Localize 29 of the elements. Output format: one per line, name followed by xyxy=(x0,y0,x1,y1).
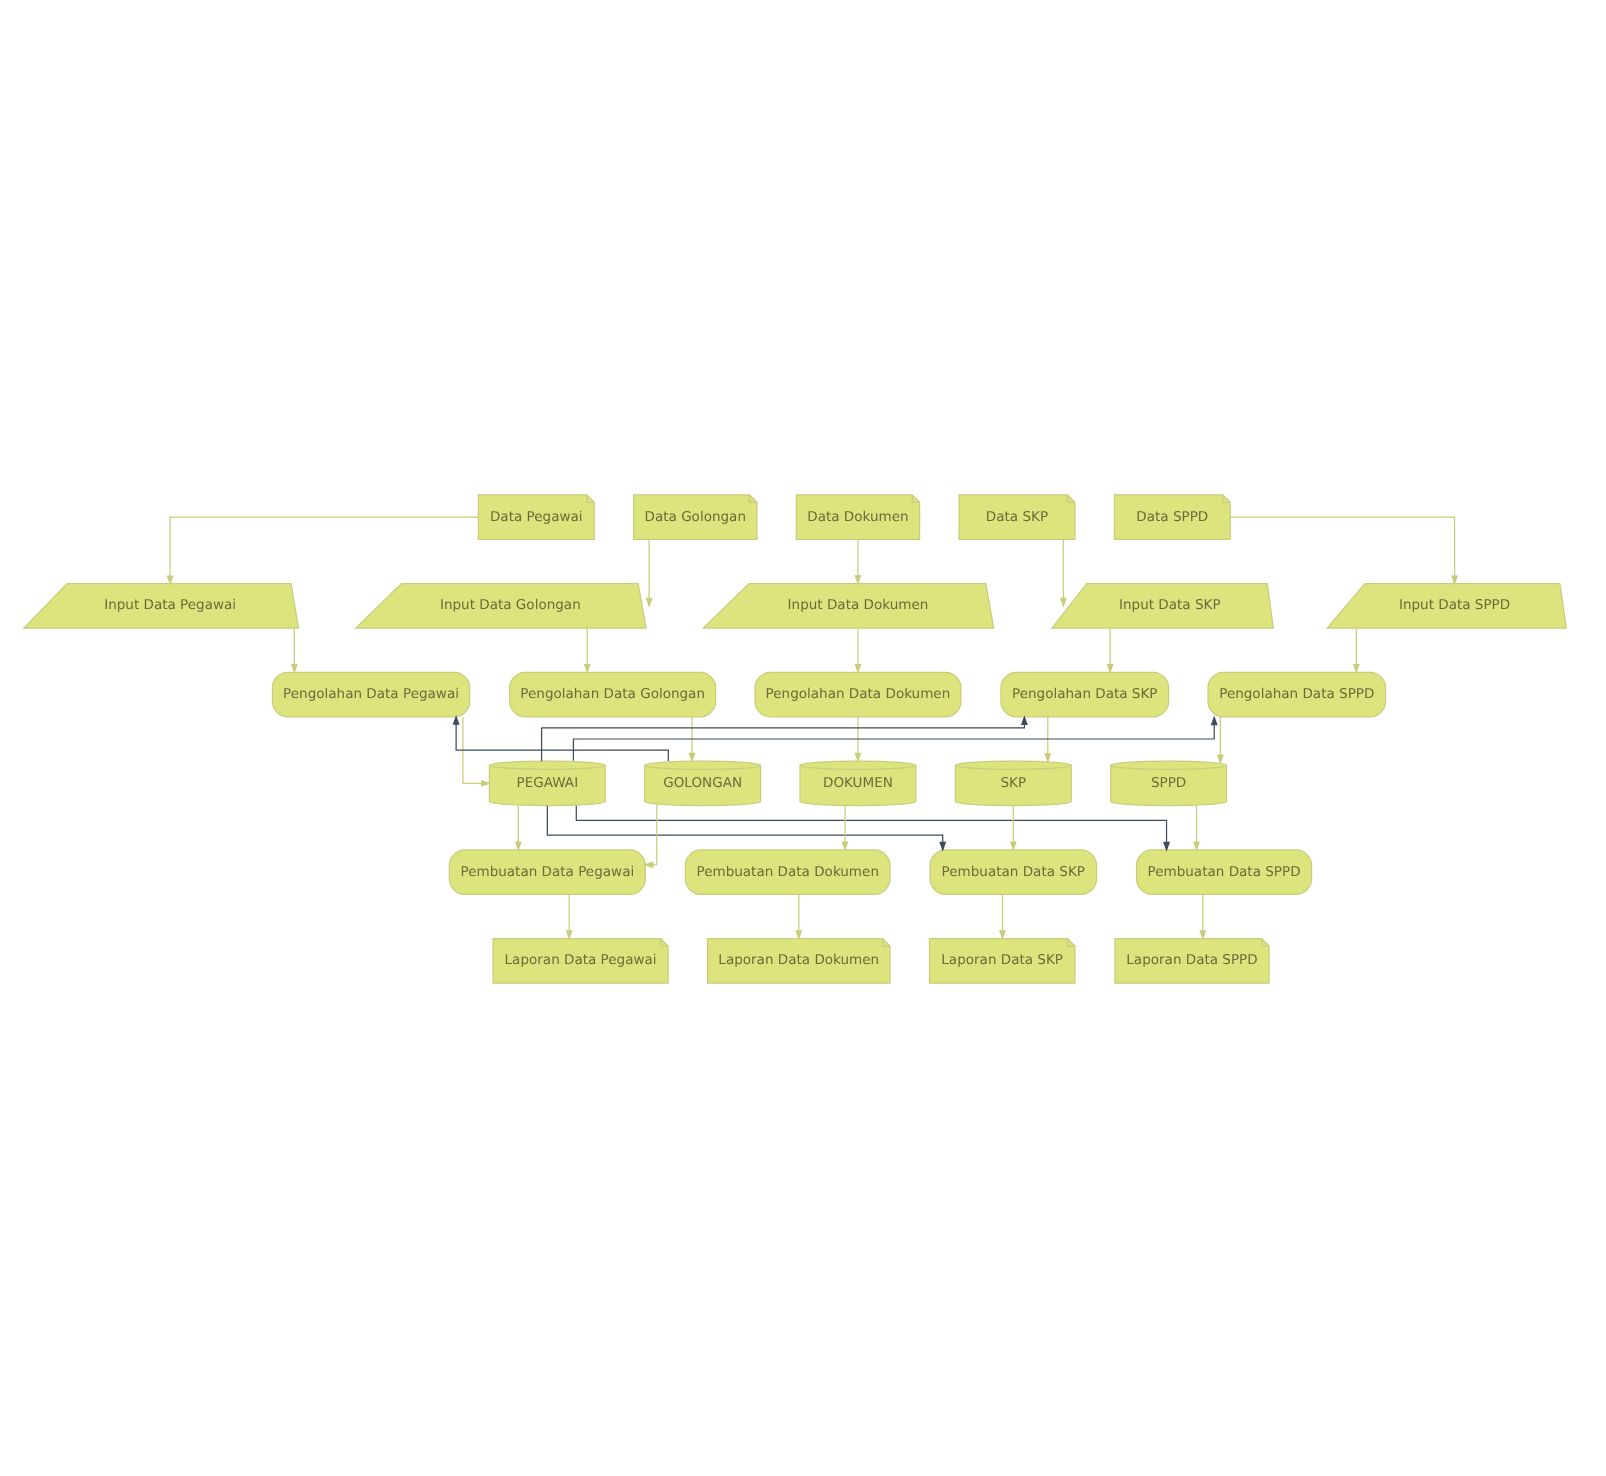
arrow xyxy=(1229,515,1459,585)
arrow xyxy=(166,515,479,585)
arrow xyxy=(854,715,862,762)
arrow xyxy=(565,892,573,940)
arrow xyxy=(514,804,522,851)
arrow xyxy=(1193,804,1200,851)
arrow xyxy=(1106,626,1114,673)
arrow xyxy=(1352,626,1360,673)
arrow xyxy=(1044,715,1052,763)
arrow xyxy=(546,804,947,851)
arrow xyxy=(999,892,1006,940)
arrow xyxy=(1009,804,1017,851)
arrow xyxy=(1199,892,1207,940)
arrow xyxy=(643,803,658,868)
arrow xyxy=(462,715,491,786)
arrow xyxy=(290,626,298,673)
arrow xyxy=(572,714,1218,761)
arrow xyxy=(452,714,669,761)
arrow xyxy=(854,626,862,673)
arrow xyxy=(575,804,1170,851)
arrow xyxy=(688,715,696,762)
arrow xyxy=(1059,537,1067,607)
arrow xyxy=(645,537,653,607)
arrow xyxy=(841,804,849,851)
arrow xyxy=(795,892,803,940)
arrow xyxy=(854,537,862,585)
arrow xyxy=(540,714,1028,761)
arrow xyxy=(583,626,591,673)
arrow xyxy=(1216,715,1224,764)
